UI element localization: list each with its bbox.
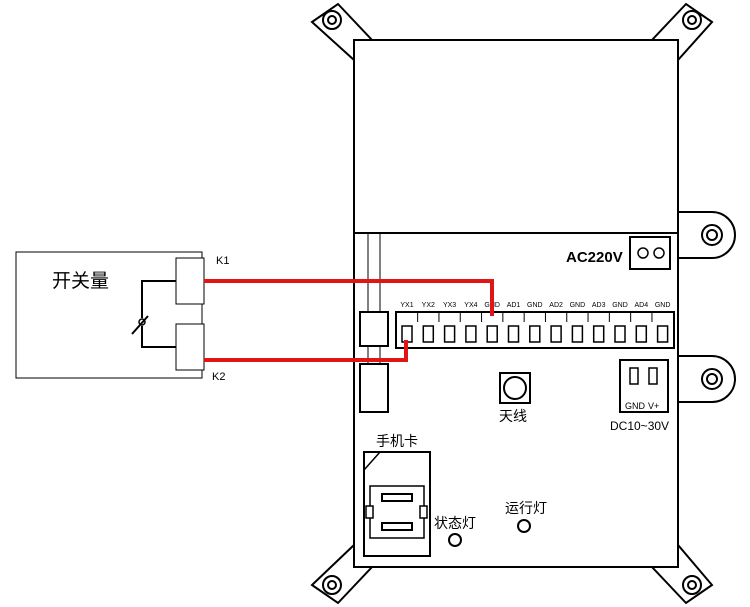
status-light-icon	[448, 533, 462, 547]
terminal-slot	[614, 325, 626, 343]
dc-pin	[648, 367, 658, 385]
switch-wire	[141, 280, 176, 318]
sim-contact	[365, 505, 374, 519]
ac-connector-screw	[637, 247, 649, 259]
switch-wire	[141, 326, 176, 348]
switch-lever	[131, 315, 149, 335]
k2-label: K2	[212, 371, 225, 383]
mounting-ear-top-right	[649, 2, 714, 63]
switch-box-title: 开关量	[52, 270, 109, 292]
sim-card-notch	[363, 451, 381, 471]
antenna-label: 天线	[499, 409, 527, 425]
terminal-slot	[592, 325, 605, 343]
terminal-label: AD1	[507, 302, 521, 309]
sim-card-label: 手机卡	[376, 434, 418, 450]
sim-contact	[381, 522, 413, 531]
mounting-ear-right-lower	[677, 355, 736, 403]
terminal-label: GND	[570, 302, 586, 309]
terminal-label: YX2	[422, 302, 435, 309]
terminal-slot	[443, 325, 456, 343]
dc-range-label: DC10~30V	[610, 419, 669, 433]
sim-contact	[381, 493, 413, 502]
mounting-ear-right-upper	[677, 211, 736, 259]
wire-k2-to-yx1	[204, 340, 408, 362]
terminal-slot	[422, 325, 435, 343]
terminal-slot	[401, 325, 413, 343]
dc-gnd-label: GND	[625, 401, 646, 411]
ac220v-label: AC220V	[566, 249, 623, 266]
terminal-label: GND	[612, 302, 628, 309]
terminal-slot	[486, 325, 498, 343]
terminal-label: GND	[655, 302, 671, 309]
dc-power-connector	[619, 359, 669, 413]
terminal-slot	[550, 325, 562, 343]
terminal-slot	[529, 325, 541, 343]
terminal-label: YX4	[464, 302, 477, 309]
k1-label: K1	[216, 255, 229, 267]
terminal-label: AD2	[549, 302, 563, 309]
terminal-label: AD4	[634, 302, 648, 309]
terminal-label: YX1	[400, 302, 413, 309]
terminal-k1	[175, 257, 205, 305]
terminal-slot	[465, 325, 477, 343]
switch-box	[15, 251, 203, 379]
terminal-slot	[656, 325, 669, 343]
cable-clamp-upper	[359, 311, 389, 347]
terminal-slots	[401, 312, 669, 343]
dc-pin	[629, 367, 639, 385]
terminal-label: AD3	[592, 302, 606, 309]
terminal-k2	[175, 323, 205, 371]
antenna-icon	[503, 376, 527, 400]
status-light-label: 状态灯	[434, 516, 476, 532]
terminal-slot	[635, 325, 648, 343]
ac-connector-screw	[653, 247, 665, 259]
terminal-label: GND	[527, 302, 543, 309]
terminal-slot	[571, 325, 584, 343]
terminal-slot	[507, 325, 520, 343]
run-light-label: 运行灯	[505, 501, 547, 517]
terminal-label: YX3	[443, 302, 456, 309]
sim-contact	[419, 505, 428, 519]
wire-k1-to-gnd	[204, 279, 494, 316]
run-light-icon	[517, 519, 531, 533]
cable-clamp-lower	[359, 363, 389, 413]
dc-vplus-label: V+	[648, 401, 659, 411]
